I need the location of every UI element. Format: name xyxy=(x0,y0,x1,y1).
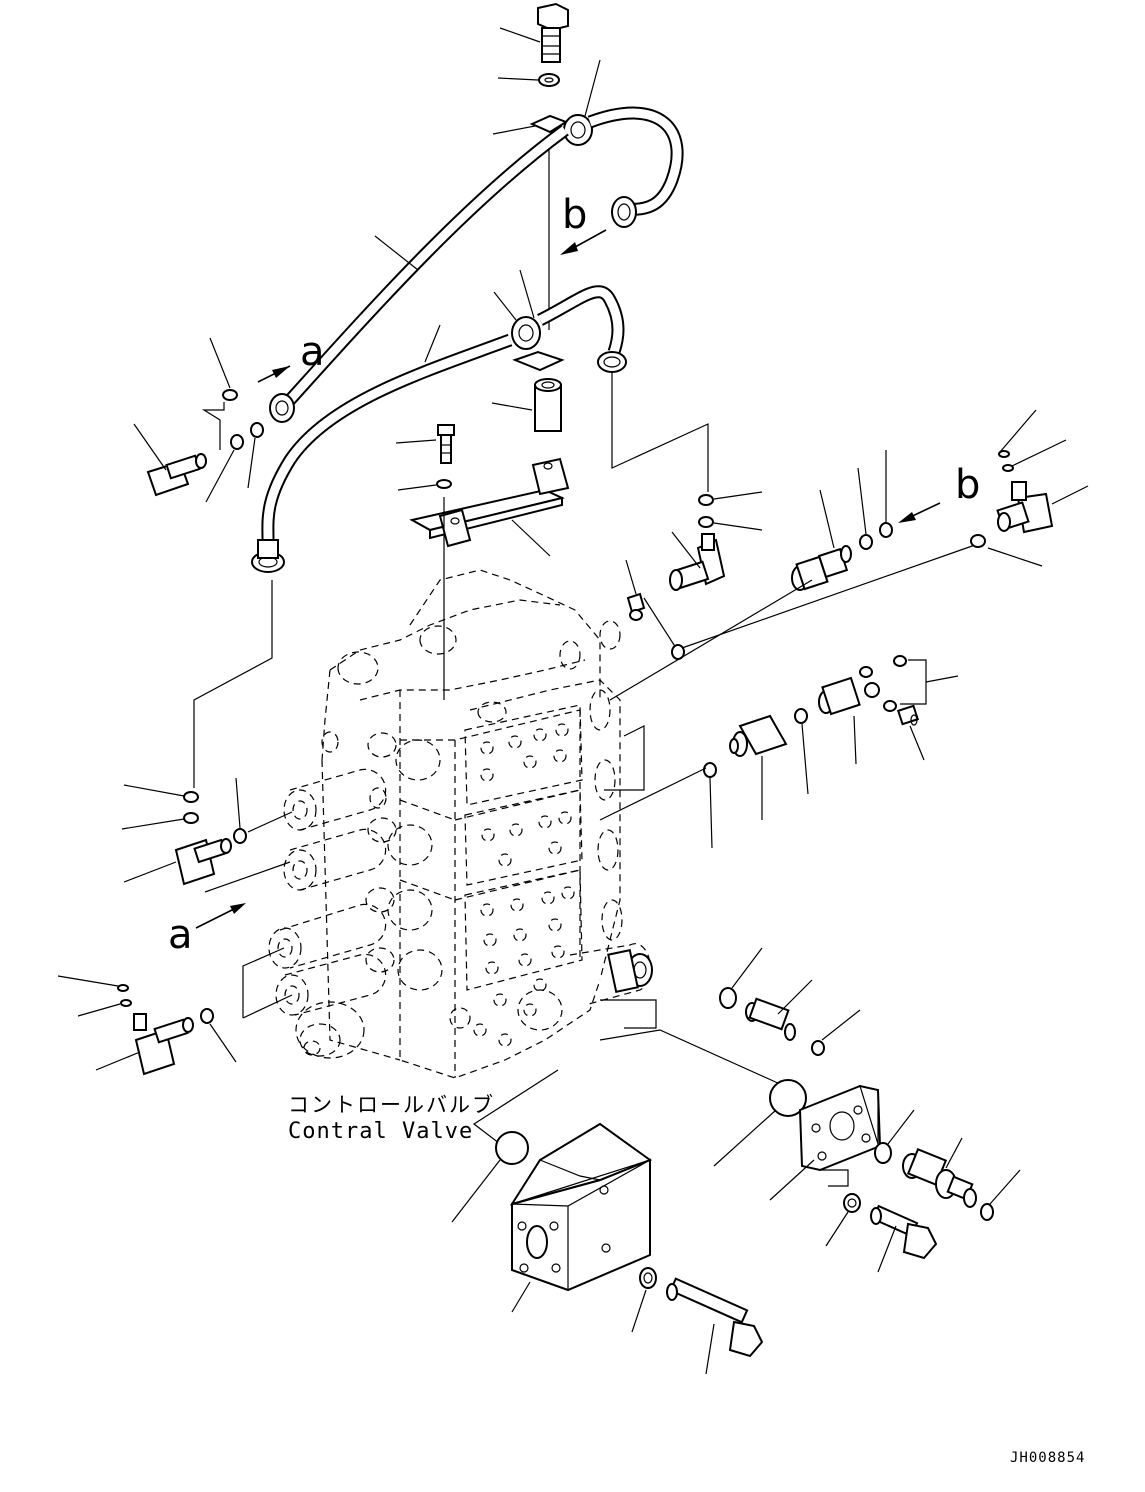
top-bolt xyxy=(537,2,569,63)
drawing-code: JH008854 xyxy=(1010,1450,1085,1466)
o-ring xyxy=(1002,464,1014,472)
valve-solenoid-right xyxy=(569,943,653,1006)
hose-fitting xyxy=(269,393,295,423)
o-ring xyxy=(719,987,737,1009)
hollow-plug xyxy=(902,1148,977,1208)
view-letter-b-right: b xyxy=(955,462,980,508)
manifold-block xyxy=(509,1122,653,1292)
hose-upper-long xyxy=(285,106,684,405)
o-ring xyxy=(698,494,714,506)
elbow-fitting-right-top xyxy=(996,481,1054,534)
hose-fitting xyxy=(611,196,637,228)
o-ring xyxy=(183,812,199,824)
hose-fitting xyxy=(597,351,627,373)
o-ring xyxy=(794,708,808,724)
hose-lower-long xyxy=(261,285,625,541)
o-ring xyxy=(233,828,247,844)
view-letter-a-upper: a xyxy=(300,329,325,375)
o-ring xyxy=(629,609,643,621)
plug-right xyxy=(896,704,920,726)
elbow-fitting-left-lower xyxy=(133,1013,194,1076)
hex-coupling-right xyxy=(729,714,788,757)
view-letter-a-lower: a xyxy=(168,912,193,958)
hose-clamp-top xyxy=(529,114,593,146)
washer xyxy=(436,479,452,489)
o-ring xyxy=(698,516,714,528)
control-valve-body xyxy=(321,569,621,1079)
o-ring xyxy=(117,984,129,992)
mounting-bracket xyxy=(409,457,570,548)
washer xyxy=(538,73,560,87)
leader-line xyxy=(242,947,285,1018)
flange-plate xyxy=(798,1084,882,1172)
straight-fitting-right-b xyxy=(791,545,852,591)
o-ring xyxy=(874,1142,892,1164)
leader-line xyxy=(600,999,657,1029)
hose-clamp-middle xyxy=(511,316,565,372)
o-ring xyxy=(879,522,893,538)
elbow-fitting-right-a xyxy=(669,533,726,591)
o-ring-large xyxy=(495,1131,529,1165)
tee-fitting-right xyxy=(818,666,880,716)
o-ring xyxy=(200,1008,214,1024)
valve-spools xyxy=(268,768,387,1059)
o-ring xyxy=(230,434,244,450)
o-ring xyxy=(626,592,646,614)
leader-line xyxy=(193,580,273,788)
control-valve-label-jp: コントロールバルブ xyxy=(288,1093,495,1117)
bolt-short xyxy=(870,1204,938,1260)
washer xyxy=(843,1193,861,1213)
leader-line xyxy=(424,324,441,363)
o-ring xyxy=(222,389,238,401)
small-bolt xyxy=(437,424,455,464)
leader-line xyxy=(611,372,709,492)
leader-line xyxy=(604,725,645,791)
leader-line xyxy=(900,659,927,705)
spacer-sleeve xyxy=(534,378,562,432)
elbow-fitting-left-middle xyxy=(174,838,232,886)
valve-flange-faces xyxy=(464,704,583,1047)
o-ring xyxy=(893,655,907,667)
leader-line xyxy=(499,27,541,43)
o-ring xyxy=(970,534,986,548)
elbow-fitting-left-upper xyxy=(146,453,207,497)
bolt-long xyxy=(666,1277,764,1358)
o-ring xyxy=(980,1203,994,1221)
leader-line xyxy=(643,597,677,649)
o-ring xyxy=(883,700,897,712)
o-ring xyxy=(703,762,717,778)
leader-line xyxy=(599,1029,781,1085)
o-ring xyxy=(250,422,264,438)
leader-line xyxy=(820,1169,849,1187)
o-ring xyxy=(811,1040,825,1056)
view-letter-b-upper: b xyxy=(562,192,587,238)
o-ring xyxy=(859,534,873,550)
washer xyxy=(639,1267,657,1289)
o-ring xyxy=(120,999,132,1007)
straight-adapter-right xyxy=(745,997,796,1041)
control-valve-label-en: Contral Valve xyxy=(288,1119,473,1144)
leader-line xyxy=(374,235,419,271)
o-ring xyxy=(998,450,1010,458)
valve-caps xyxy=(321,620,623,1031)
o-ring-large xyxy=(769,1079,807,1117)
o-ring xyxy=(183,791,199,803)
